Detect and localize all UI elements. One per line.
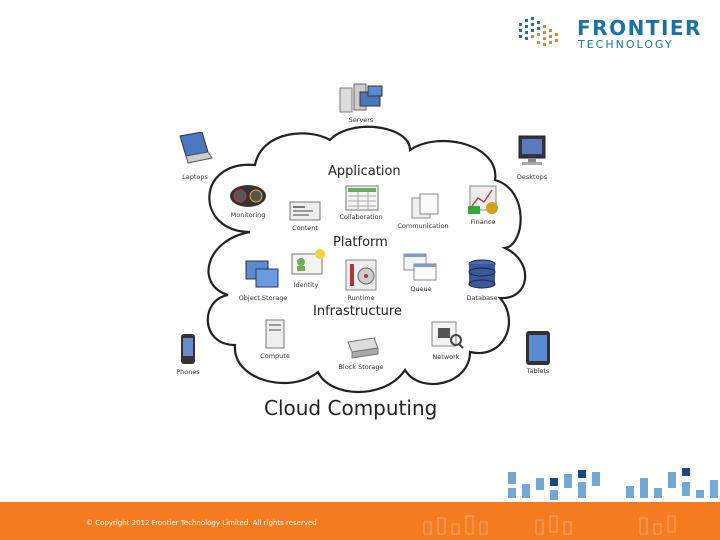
application-layer-title: Application [328, 164, 401, 179]
logo-line2: TECHNOLOGY [578, 38, 674, 51]
network-label: Network [432, 353, 460, 361]
desktops-label: Desktops [516, 173, 548, 181]
identity-icon [291, 249, 325, 275]
queue-icon [403, 253, 437, 281]
monitoring-icon [230, 185, 266, 207]
database-icon [468, 259, 496, 289]
desktop-icon [518, 135, 546, 165]
compute-label: Compute [260, 352, 290, 360]
finance-icon [468, 185, 498, 214]
footer-pixel-pattern [423, 468, 718, 535]
network-icon [431, 321, 464, 349]
content-icon [289, 201, 321, 221]
infrastructure-layer-title: Infrastructure [313, 304, 402, 319]
monitoring-label: Monitoring [230, 211, 266, 219]
identity-label: Identity [293, 281, 319, 289]
collaboration-label: Collaboration [339, 213, 383, 221]
tablets-label: Tablets [526, 367, 550, 375]
laptop-icon [179, 132, 213, 164]
frontier-logo-mark [519, 17, 558, 46]
footer-bar [0, 502, 720, 540]
logo-line1: FRONTIER [577, 16, 702, 40]
object-storage-label: Object Storage [238, 294, 288, 302]
communication-label: Communication [397, 222, 449, 230]
servers-icon [339, 83, 383, 113]
servers-label: Servers [348, 116, 374, 124]
runtime-icon [345, 259, 377, 291]
finance-label: Finance [470, 218, 496, 226]
copyright-text: © Copyright 2012 Frontier Technology Lim… [86, 519, 317, 527]
platform-layer-title: Platform [333, 235, 388, 250]
content-label: Content [292, 224, 318, 232]
communication-icon [411, 193, 439, 219]
block-storage-icon [347, 337, 379, 359]
phones-label: Phones [176, 368, 200, 376]
runtime-label: Runtime [347, 294, 375, 302]
queue-label: Queue [410, 285, 432, 293]
compute-icon [265, 319, 285, 349]
diagram-title: Cloud Computing [264, 396, 438, 420]
database-label: Database [466, 294, 498, 302]
phone-icon [181, 334, 195, 364]
tablet-icon [526, 331, 550, 365]
collaboration-icon [345, 185, 379, 211]
block-storage-label: Block Storage [338, 363, 384, 371]
object-storage-icon [245, 260, 279, 288]
laptops-label: Laptops [182, 173, 208, 181]
